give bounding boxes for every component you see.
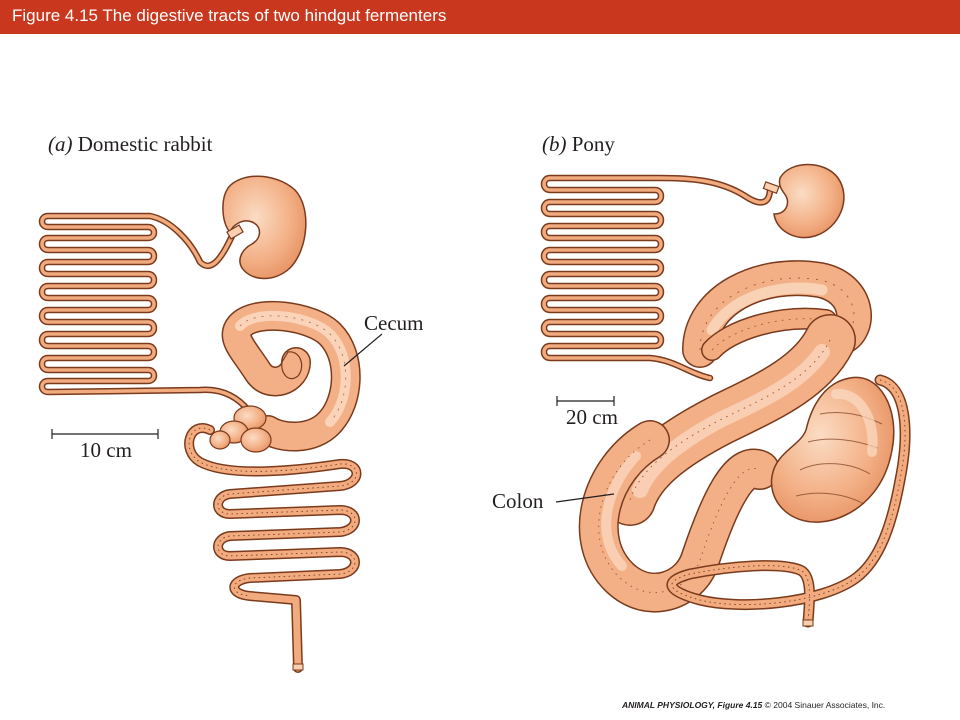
panel-a-letter: (a): [48, 132, 73, 156]
panel-b-label: (b) Pony: [542, 132, 615, 157]
panel-b-name: Pony: [571, 132, 615, 156]
colon-leader-line: [555, 493, 615, 503]
cecum-label: Cecum: [364, 311, 424, 335]
cecum-leader-line: [343, 333, 383, 367]
rabbit-sacculus: [209, 405, 272, 453]
pony-stomach: [773, 163, 845, 239]
panel-a-label: (a) Domestic rabbit: [48, 132, 212, 157]
panel-b-letter: (b): [542, 132, 567, 156]
credit-line: ANIMAL PHYSIOLOGY, Figure 4.15 © 2004 Si…: [622, 700, 885, 710]
pony-scale-label: 20 cm: [566, 405, 618, 429]
colon-label: Colon: [492, 489, 544, 513]
rabbit-scale-label: 10 cm: [80, 438, 132, 462]
title-bar: Figure 4.15 The digestive tracts of two …: [0, 0, 960, 34]
rabbit-tract: [38, 175, 383, 673]
figure-title: Figure 4.15 The digestive tracts of two …: [12, 6, 447, 25]
credit-book: ANIMAL PHYSIOLOGY, Figure 4.15: [622, 700, 763, 710]
panel-a-name: Domestic rabbit: [77, 132, 213, 156]
credit-copyright: © 2004 Sinauer Associates, Inc.: [762, 700, 886, 710]
pony-tract: [540, 163, 911, 628]
pony-scale-bar: [556, 396, 615, 406]
rabbit-scale-bar: [51, 429, 159, 439]
